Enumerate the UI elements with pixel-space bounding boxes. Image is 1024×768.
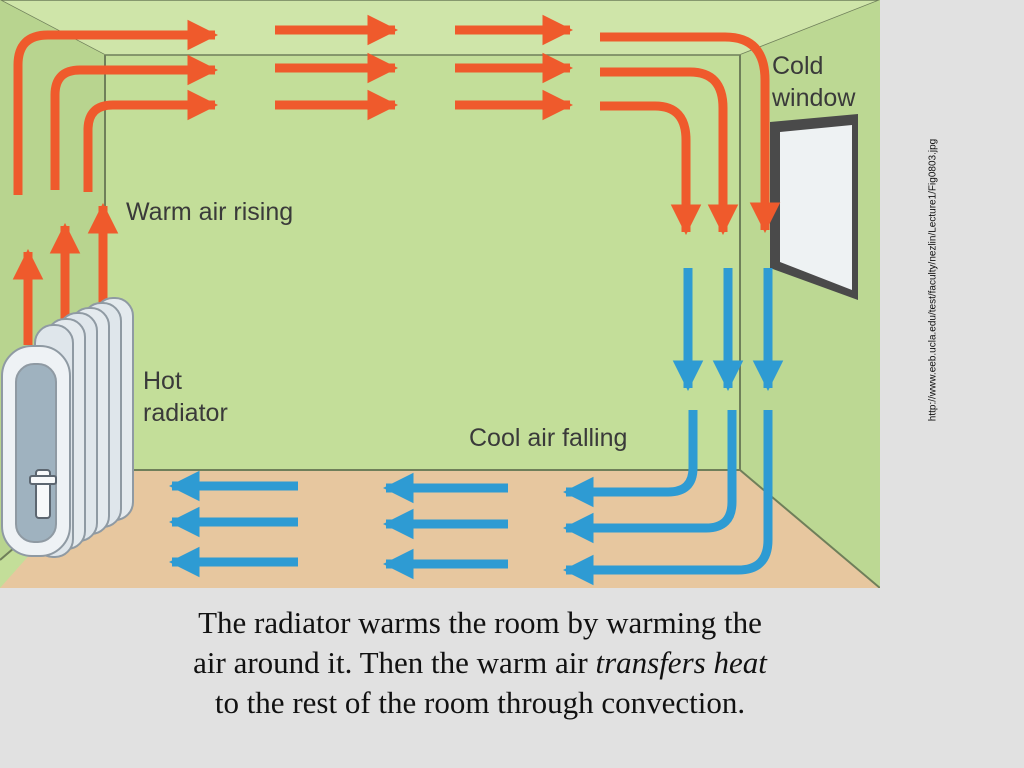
- warm-air-loop-arrow: [83, 89, 219, 192]
- convection-diagram: [0, 0, 880, 588]
- warm-air-turn-arrow: [600, 32, 781, 234]
- cold-window-label-line1: Cold: [772, 52, 824, 80]
- window-pane: [780, 125, 852, 290]
- warm-air-loop-arrow: [13, 19, 219, 195]
- caption-line-2-text: air around it. Then the warm air: [193, 645, 596, 680]
- warm-air-rising-label: Warm air rising: [126, 198, 294, 226]
- caption: The radiator warms the room by warming t…: [0, 603, 960, 723]
- source-url: http://www.eeb.ucla.edu/test/faculty/nez…: [927, 138, 939, 422]
- hot-radiator-label-line2: radiator: [143, 399, 228, 427]
- cool-air-turn-arrow: [562, 410, 773, 586]
- cold-window-label-line2: window: [772, 84, 856, 112]
- warm-air-arrows: [12, 14, 781, 345]
- cool-air-turn-arrow: [562, 410, 698, 508]
- cold-window-label: Cold window: [772, 50, 855, 114]
- radiator: [1, 297, 134, 558]
- warm-air-turn-arrow: [600, 101, 702, 236]
- warm-air-loop-arrow: [50, 54, 219, 190]
- caption-line-1: The radiator warms the room by warming t…: [198, 605, 762, 640]
- caption-emphasis: transfers heat: [595, 645, 767, 680]
- cool-air-arrows: [168, 268, 784, 586]
- caption-line-2: air around it. Then the warm air transfe…: [0, 643, 960, 683]
- cool-air-falling-label: Cool air falling: [469, 424, 628, 452]
- cool-air-turn-arrow: [562, 410, 737, 544]
- floor-edge: [739, 469, 880, 588]
- radiator-valve-handle: [29, 475, 57, 485]
- window: [770, 114, 858, 300]
- hot-radiator-label-line1: Hot: [143, 367, 182, 395]
- warm-air-turn-arrow: [600, 67, 739, 236]
- caption-line-3: to the rest of the room through convecti…: [214, 685, 746, 720]
- hot-radiator-label: Hot radiator: [143, 365, 228, 429]
